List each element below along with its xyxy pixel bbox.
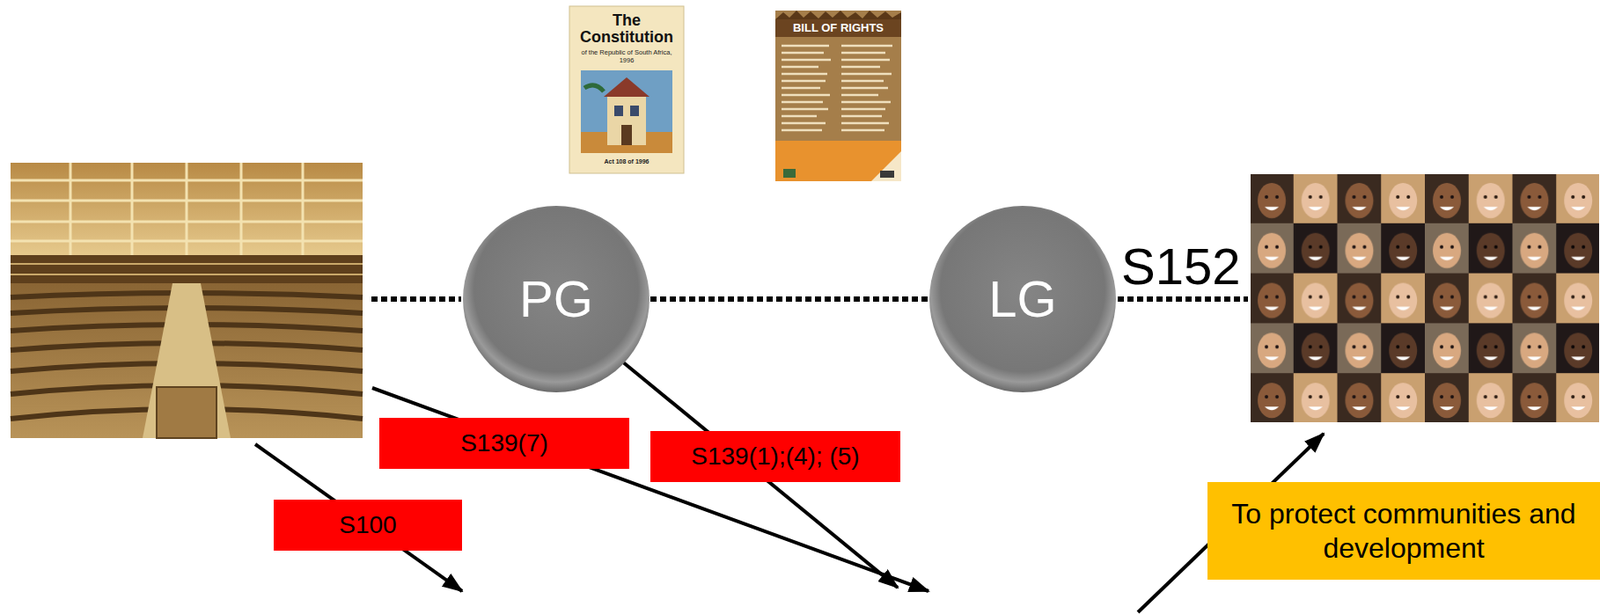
node-text: S139(1);(4); (5) — [690, 441, 859, 472]
cover-subtitle: of the Republic of South Africa, 1996 — [573, 49, 680, 65]
poster-title: BILL OF RIGHTS — [775, 22, 902, 35]
constitution-cover — [569, 6, 684, 174]
node-text: PG — [519, 268, 594, 331]
bill-of-rights-poster — [775, 10, 902, 182]
section-label: S152 — [1121, 241, 1241, 293]
section-box: S139(7) — [379, 418, 630, 470]
government-circle: LG — [928, 205, 1117, 394]
node-text: To protect communities and development — [1218, 497, 1590, 566]
node-text: S100 — [338, 510, 397, 541]
cover-act: Act 108 of 1996 — [573, 158, 680, 166]
node-text: S139(7) — [460, 428, 549, 459]
parliament-photo — [10, 162, 363, 439]
purpose-box: To protect communities and development — [1207, 482, 1600, 580]
people-collage — [1249, 173, 1600, 424]
section-box: S100 — [273, 499, 463, 551]
dotted-connector — [650, 296, 929, 302]
cover-title: The Constitution — [572, 12, 682, 46]
government-circle: PG — [462, 205, 651, 394]
arrow-line — [255, 361, 1324, 613]
section-box: S139(1);(4); (5) — [650, 431, 901, 483]
node-text: LG — [988, 268, 1057, 331]
